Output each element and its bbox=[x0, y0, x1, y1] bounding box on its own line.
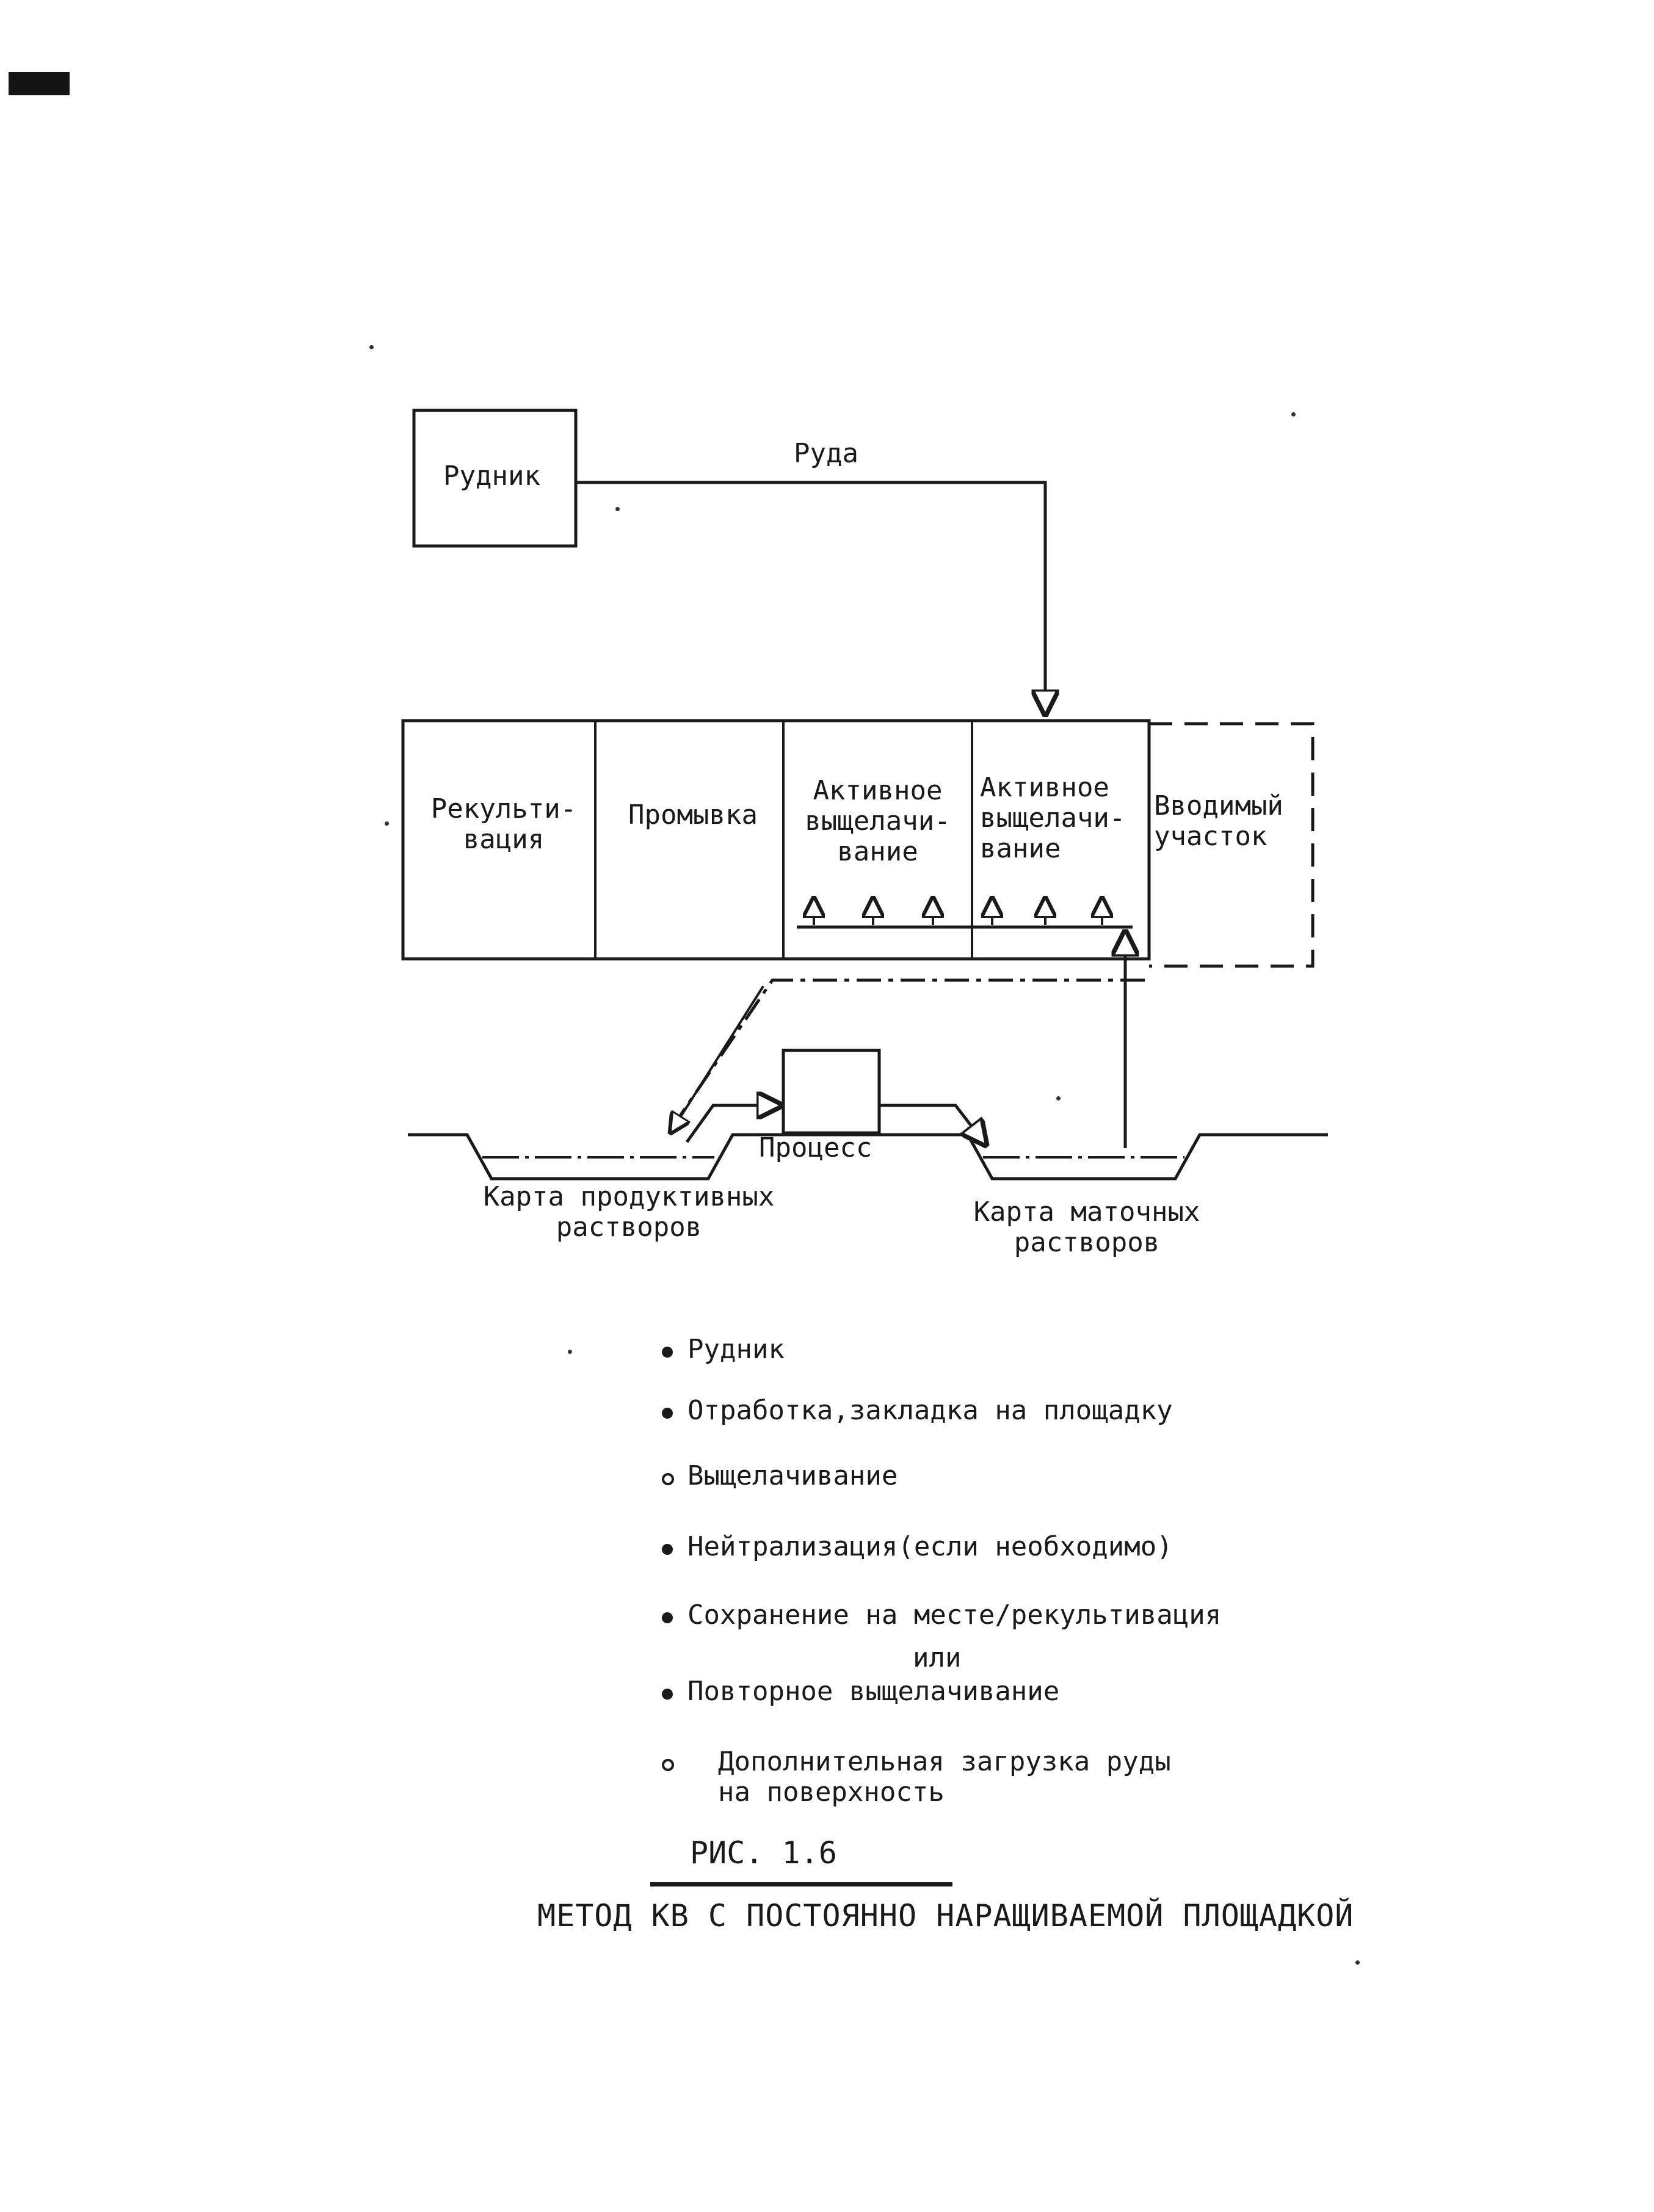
figure-label: РИС. 1.6 bbox=[690, 1835, 837, 1871]
ore-flow-line bbox=[576, 481, 1045, 715]
new-section-outline bbox=[1149, 722, 1315, 968]
section-label-rinsing: Промывка bbox=[628, 799, 758, 831]
pregnant-pond-label: Карта продуктивных растворов bbox=[483, 1181, 775, 1243]
ground-profile bbox=[408, 1133, 1328, 1181]
legend-bullet bbox=[653, 1676, 681, 1701]
legend-label: Выщелачивание bbox=[687, 1460, 898, 1491]
legend-bullet bbox=[653, 1461, 681, 1485]
scan-speck bbox=[615, 507, 620, 511]
barren-pond-label: Карта маточных растворов bbox=[973, 1196, 1200, 1258]
legend-item-mine: Рудник bbox=[653, 1334, 785, 1365]
legend-label: Дополнительная загрузка руды на поверхно… bbox=[718, 1746, 1171, 1808]
scan-speck bbox=[369, 345, 374, 349]
sprinkler-arrows bbox=[814, 898, 1102, 925]
scan-speck bbox=[1355, 1960, 1360, 1965]
process-box bbox=[782, 1049, 881, 1135]
pregnant-to-process-line bbox=[685, 1105, 782, 1143]
legend-item-neutralization: Нейтрализация(если необходимо) bbox=[653, 1532, 1173, 1562]
legend-label: Нейтрализация(если необходимо) bbox=[687, 1531, 1173, 1562]
legend-bullet bbox=[653, 1600, 681, 1624]
mine-box bbox=[412, 409, 578, 548]
scan-speck bbox=[1056, 1096, 1061, 1101]
section-label-active-leach-1: Активное выщелачи- вание bbox=[805, 775, 951, 867]
legend-bullet bbox=[653, 1747, 681, 1771]
section-label-reclamation: Рекульти- вация bbox=[430, 793, 577, 855]
figure-caption: МЕТОД КВ С ПОСТОЯННО НАРАЩИВАЕМОЙ ПЛОЩАД… bbox=[537, 1898, 1354, 1934]
scan-corner-mark bbox=[9, 72, 70, 95]
heap-pad-solid bbox=[401, 719, 1151, 961]
legend-label: Отработка,закладка на площадку bbox=[687, 1395, 1173, 1426]
legend-bullet bbox=[653, 1395, 681, 1420]
process-label: Процесс bbox=[759, 1132, 872, 1163]
scan-speck bbox=[385, 821, 389, 826]
legend-bullet bbox=[653, 1532, 681, 1556]
legend-label: Сохранение на месте/рекультивация bbox=[687, 1599, 1222, 1631]
collection-line-return bbox=[670, 985, 764, 1133]
legend-or-label: или bbox=[913, 1642, 962, 1673]
mine-label: Рудник bbox=[443, 460, 540, 492]
process-to-barren-line bbox=[879, 1104, 986, 1145]
legend-label: Рудник bbox=[687, 1334, 785, 1365]
legend-item-store-reclaim: Сохранение на месте/рекультивация bbox=[653, 1600, 1221, 1631]
scan-speck bbox=[568, 1350, 572, 1354]
scan-speck bbox=[1291, 412, 1296, 417]
legend-item-releach: Повторное выщелачивание bbox=[653, 1676, 1059, 1707]
legend-item-mining-placement: Отработка,закладка на площадку bbox=[653, 1395, 1173, 1426]
ore-flow-label: Руда bbox=[794, 438, 858, 469]
section-label-new-section: Вводимый участок bbox=[1154, 790, 1283, 852]
figure-rule bbox=[650, 1882, 952, 1886]
legend-bullet bbox=[653, 1334, 681, 1359]
legend-item-leaching: Выщелачивание bbox=[653, 1461, 898, 1491]
legend-item-extra-ore: Дополнительная загрузка руды на поверхно… bbox=[653, 1747, 1171, 1808]
section-label-active-leach-2: Активное выщелачи- вание bbox=[980, 772, 1126, 864]
legend-label: Повторное выщелачивание bbox=[687, 1676, 1060, 1707]
collection-line bbox=[673, 978, 1145, 1125]
